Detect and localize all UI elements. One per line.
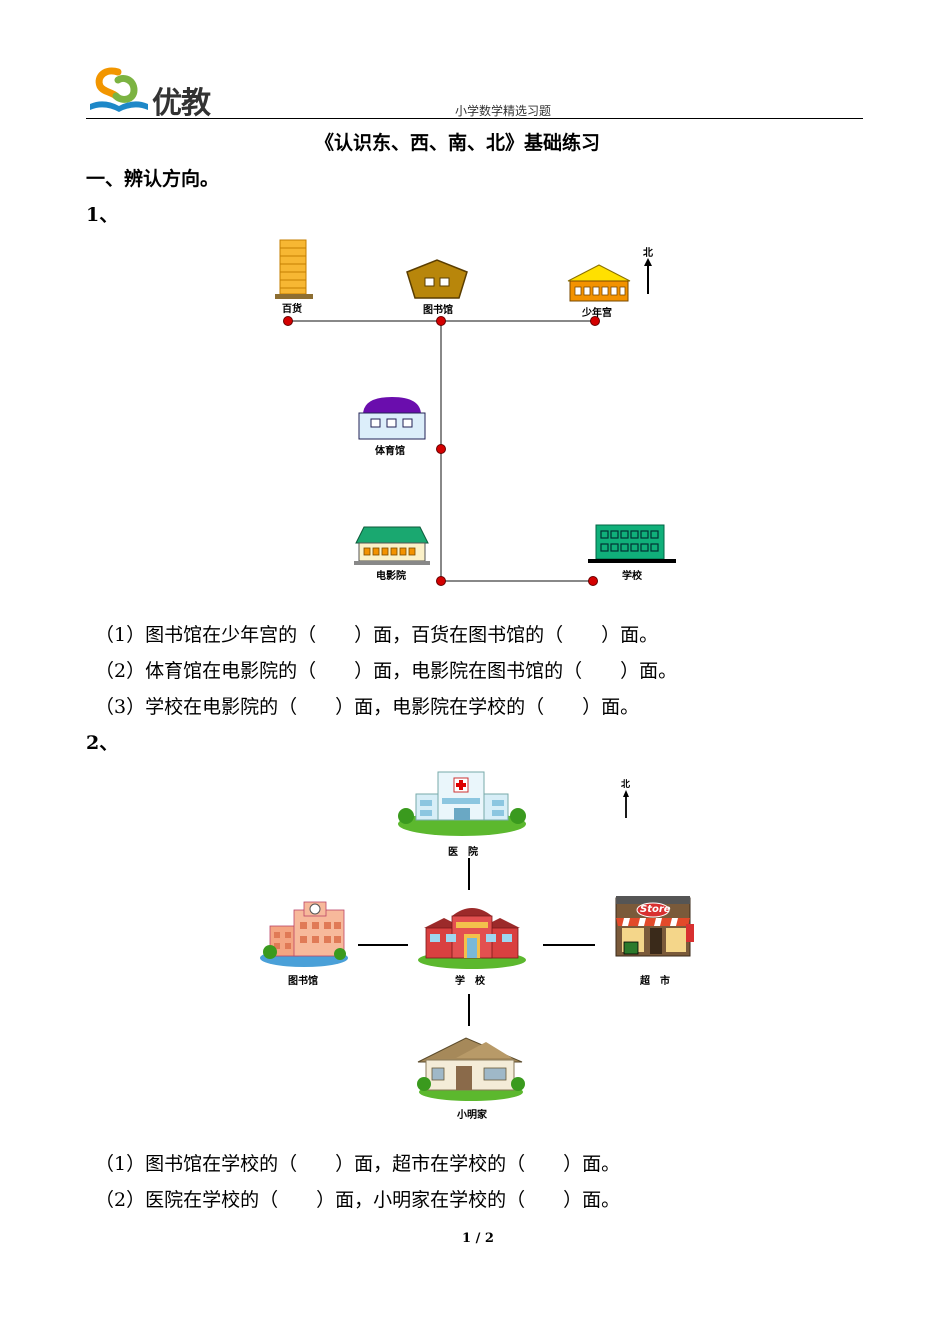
- p1-question-3: （3）学校在电影院的（ ）面，电影院在学校的（ ）面。: [95, 696, 640, 718]
- road-bottom: [441, 580, 593, 582]
- p1-question-2: （2）体育馆在电影院的（ ）面，电影院在图书馆的（ ）面。: [95, 660, 678, 682]
- header-subtitle: 小学数学精选习题: [455, 104, 552, 118]
- house-icon: [417, 1037, 525, 1101]
- point-cinema: [436, 576, 446, 586]
- point-store: [283, 316, 293, 326]
- problem-1-number: 1、: [86, 204, 119, 226]
- section-heading: 一、辨认方向。: [86, 168, 220, 190]
- store-sign-text: Store: [640, 904, 671, 915]
- north-arrow-icon: [644, 258, 652, 294]
- header: 优教 小学数学精选习题: [0, 0, 950, 125]
- page-title: 《认识东、西、南、北》基础练习: [315, 132, 601, 154]
- youth-palace-icon: [567, 264, 631, 302]
- logo-icon: [90, 67, 148, 112]
- p2-question-2: （2）医院在学校的（ ）面，小明家在学校的（ ）面。: [95, 1189, 621, 1211]
- problem-2-number: 2、: [86, 732, 119, 754]
- point-gym: [436, 444, 446, 454]
- label-store: 百货: [282, 304, 302, 315]
- compass-north-label: 北: [643, 248, 653, 259]
- p2-question-1: （1）图书馆在学校的（ ）面，超市在学校的（ ）面。: [95, 1153, 621, 1175]
- compass-north-label-2: 北: [621, 780, 631, 790]
- label-hospital: 医 院: [448, 847, 478, 858]
- label-school-2: 学 校: [455, 976, 485, 987]
- label-library-2: 图书馆: [288, 976, 318, 987]
- gym-icon: [358, 397, 426, 440]
- department-store-icon: [275, 239, 313, 299]
- label-home: 小明家: [457, 1110, 487, 1121]
- hospital-icon: [398, 771, 526, 836]
- label-cinema: 电影院: [376, 571, 406, 582]
- point-school: [588, 576, 598, 586]
- header-rule: [86, 118, 863, 119]
- label-school: 学校: [622, 571, 642, 582]
- map-diagram-1: 百货 图书馆 少年宫 北 体育馆: [0, 0, 950, 600]
- library-icon: [406, 259, 468, 299]
- line-school-hospital: [468, 858, 470, 890]
- point-library: [436, 316, 446, 326]
- line-school-library: [358, 944, 408, 946]
- p1-question-1: （1）图书馆在少年宫的（ ）面，百货在图书馆的（ ）面。: [95, 624, 659, 646]
- line-school-home: [468, 994, 470, 1026]
- school-icon: [588, 524, 676, 563]
- school-building-icon: [418, 908, 526, 969]
- supermarket-icon: [615, 896, 694, 957]
- map-diagram-2: 北 医 院 图书馆: [260, 771, 694, 1121]
- point-youth-palace: [590, 316, 600, 326]
- label-gym: 体育馆: [375, 446, 405, 457]
- logo-text: 优教: [152, 86, 211, 121]
- page-number: 1 / 2: [462, 1231, 494, 1246]
- cinema-icon: [354, 526, 430, 565]
- label-supermarket: 超 市: [640, 976, 670, 987]
- library-building-icon: [260, 901, 348, 967]
- label-library: 图书馆: [423, 305, 453, 316]
- north-arrow-icon-2: [623, 790, 629, 818]
- line-school-supermarket: [543, 944, 595, 946]
- label-youth-palace: 少年宫: [582, 308, 612, 319]
